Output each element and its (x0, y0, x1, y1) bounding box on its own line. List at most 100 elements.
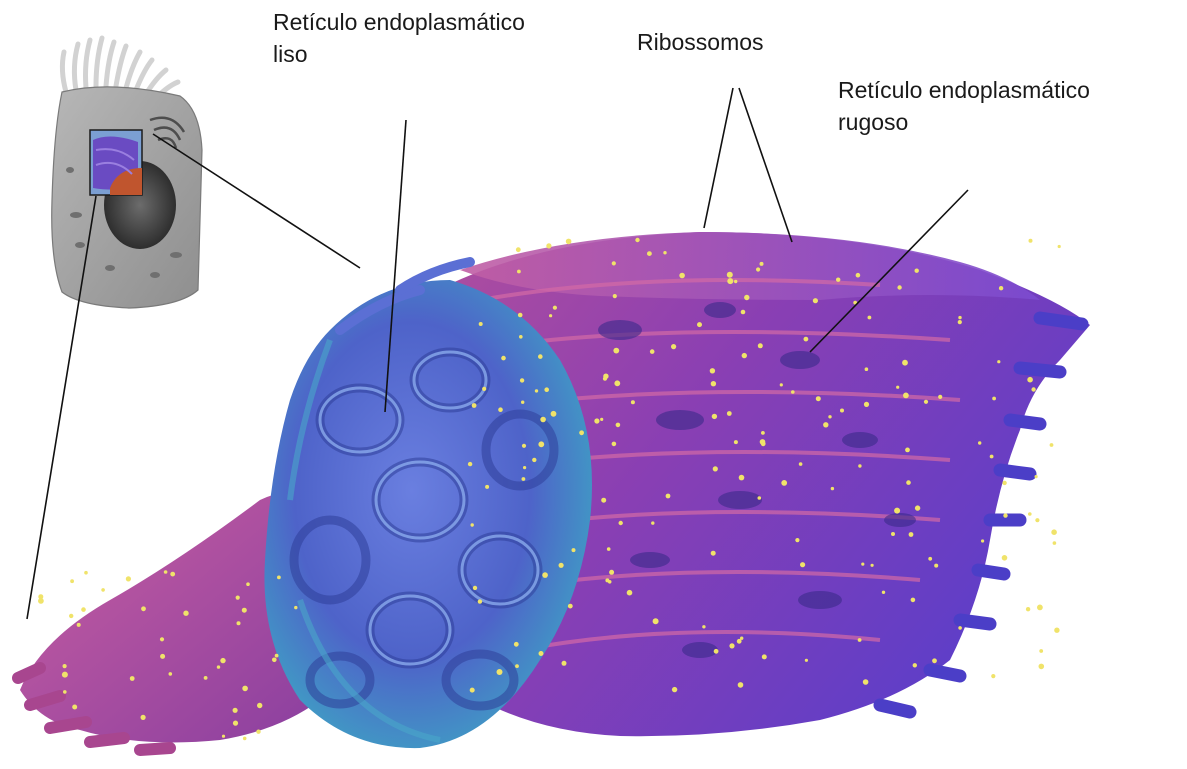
ribosome-dot (997, 360, 1000, 363)
ribosome-dot (671, 344, 676, 349)
ribosome-dot (738, 682, 744, 688)
ribosome-dot (906, 480, 911, 485)
ribosome-dot (1002, 481, 1006, 485)
smooth-er-label: Retículo endoplasmático liso (273, 6, 607, 70)
ribosome-dot (522, 477, 526, 481)
ribosome-dot (1039, 664, 1045, 670)
ribosome-dot (635, 238, 639, 242)
ribosome-dot (858, 464, 861, 467)
ribosome-dot (609, 570, 614, 575)
ribosome-dot (498, 407, 503, 412)
ribosome-dot (1051, 529, 1057, 535)
ribosome-dot (864, 402, 869, 407)
ribosome-dot (84, 571, 88, 575)
ribosome-dot (894, 508, 900, 514)
ribosome-dot (831, 487, 834, 490)
ribosome-dot (614, 380, 620, 386)
ribosome-dot (482, 387, 486, 391)
ribosome-dot (538, 441, 544, 447)
ribosome-dot (727, 411, 732, 416)
ribosome-dot (516, 247, 521, 252)
ribosome-dot (800, 562, 805, 567)
ribosome-dot (882, 591, 885, 594)
ribosome-dot (471, 523, 474, 526)
ribosome-dot (562, 661, 567, 666)
ribosome-dot (160, 637, 164, 641)
ribosome-dot (169, 672, 173, 676)
ribosome-dot (679, 273, 685, 279)
ribosome-dot (126, 576, 131, 581)
ribosome-dot (932, 658, 937, 663)
ribosome-dot (712, 414, 717, 419)
ribosome-dot (164, 570, 168, 574)
ribosome-dot (742, 353, 747, 358)
ribosome-dot (1053, 541, 1057, 545)
ribosome-dot (868, 316, 872, 320)
ribosome-dot (77, 623, 81, 627)
ribosome-dot (222, 735, 225, 738)
ribosome-dot (958, 320, 962, 324)
ribosome-dot (871, 564, 874, 567)
ribosome-dot (553, 306, 557, 310)
ribosome-dot (758, 496, 762, 500)
ribosome-dot (861, 563, 864, 566)
ribosomes-leader-line-left (704, 88, 733, 228)
ribosome-dot (1050, 443, 1054, 447)
ribosome-dot (141, 715, 146, 720)
ribosome-dot (1037, 605, 1043, 611)
ribosome-dot (702, 625, 705, 628)
ribosome-dot (540, 417, 546, 423)
ribosome-dot (572, 548, 576, 552)
ribosome-dot (739, 475, 745, 481)
ribosome-dot (514, 642, 519, 647)
ribosome-dot (902, 360, 908, 366)
ribosome-dot (601, 498, 606, 503)
ribosome-dot (761, 431, 765, 435)
ribosome-dot (697, 322, 702, 327)
ribosome-dot (130, 676, 135, 681)
smooth-er-label-line2: liso (273, 38, 607, 70)
ribosome-dot (713, 466, 718, 471)
ribosome-dot (518, 313, 523, 318)
ribosome-dot (535, 389, 538, 392)
ribosome-dot (896, 386, 899, 389)
ribosome-dot (991, 674, 995, 678)
ribosome-dot (566, 239, 572, 245)
ribosome-dot (521, 401, 524, 404)
ribosome-dot (519, 335, 523, 339)
ribosome-dot (928, 557, 932, 561)
ribosome-dot (612, 261, 616, 265)
ribosome-dot (607, 547, 611, 551)
smooth-er-label-word2: endoplasmático (364, 9, 525, 35)
ribosome-dot (272, 658, 277, 663)
ribosome-dot (666, 494, 671, 499)
ribosome-dot (233, 721, 238, 726)
ribosome-dot (744, 295, 749, 300)
smooth-er-label-word1: Retículo (273, 9, 357, 35)
ribosome-dot (840, 409, 844, 413)
ribosome-dot (816, 396, 821, 401)
ribosome-dot (758, 343, 763, 348)
ribosome-dot (532, 458, 536, 462)
ribosome-dot (275, 654, 279, 658)
ribosome-dot (473, 586, 477, 590)
ribosome-dot (710, 368, 715, 373)
ribosome-dot (160, 654, 165, 659)
ribosome-dot (522, 444, 526, 448)
ribosome-dot (101, 588, 105, 592)
ribosome-dot (294, 606, 297, 609)
ribosome-dot (897, 285, 901, 289)
ribosome-dot (612, 442, 617, 447)
ribosome-dot (1054, 628, 1059, 633)
rough-er-label-word1: Retículo (838, 77, 922, 103)
ribosome-dot (257, 703, 262, 708)
ribosome-dot (990, 455, 994, 459)
ribosome-dot (1003, 513, 1007, 517)
ribosome-dot (520, 378, 524, 382)
ribosome-dot (242, 686, 248, 692)
ribosome-dot (69, 614, 73, 618)
ribosome-dot (650, 349, 655, 354)
ribosome-dot (805, 659, 808, 662)
ribosome-dot (70, 579, 74, 583)
ribosome-dot (653, 618, 659, 624)
